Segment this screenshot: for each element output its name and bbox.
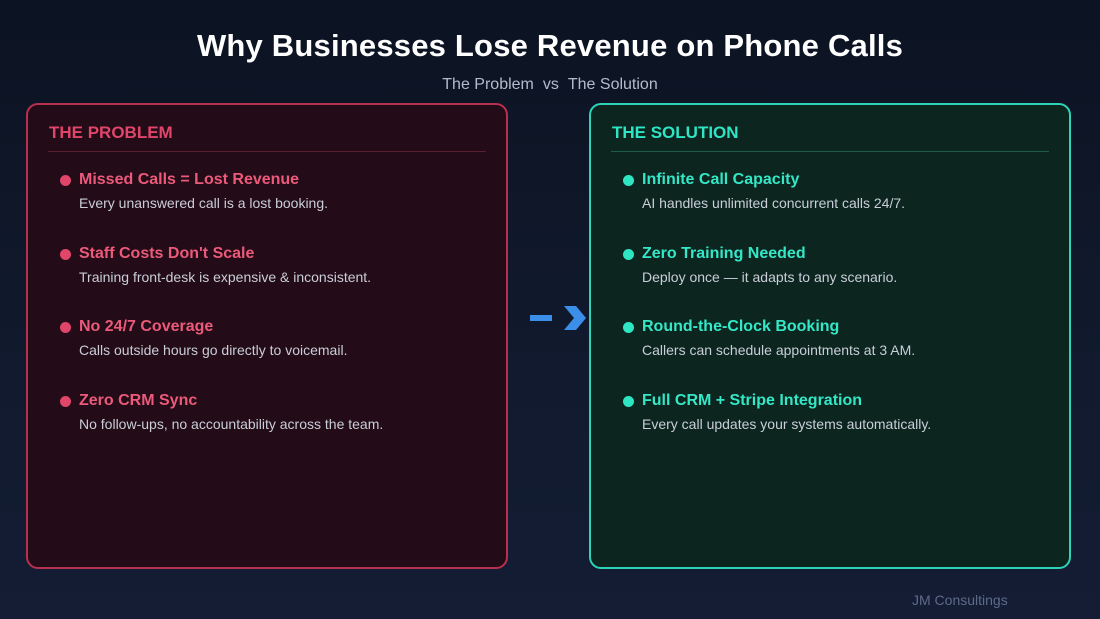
bullet-dot-icon <box>623 395 634 407</box>
subtitle-vs: vs <box>542 76 559 93</box>
problem-item-title: Zero CRM Sync <box>79 391 198 409</box>
solution-heading: THE SOLUTION <box>611 123 1049 152</box>
bullet-dot-icon <box>623 322 634 333</box>
bullet-dot-icon <box>623 175 634 186</box>
solution-list: Infinite Call Capacity AI handles unlimi… <box>611 170 1049 464</box>
subtitle-solution: The Solution <box>567 76 658 93</box>
problem-list: Missed Calls = Lost Revenue Every unansw… <box>48 170 486 464</box>
solution-item-title: Round-the-Clock Booking <box>642 318 840 335</box>
solution-item-description: AI handles unlimited concurrent calls 24… <box>642 195 906 211</box>
problem-item-description: Every unanswered call is a lost booking. <box>79 195 329 211</box>
solution-item: Round-the-Clock Booking Callers can sche… <box>611 317 1049 391</box>
solution-item-title: Infinite Call Capacity <box>642 171 800 188</box>
problem-item-title: No 24/7 Coverage <box>79 318 214 335</box>
bullet-dot-icon <box>60 322 71 333</box>
problem-item: Zero CRM Sync No follow-ups, no accounta… <box>48 391 486 465</box>
problem-item: Staff Costs Don't Scale Training front-d… <box>48 244 486 318</box>
solution-item-description: Every call updates your systems automati… <box>642 415 932 432</box>
problem-item-description: Training front-desk is expensive & incon… <box>79 268 372 285</box>
solution-item: Full CRM + Stripe Integration Every call… <box>611 391 1049 465</box>
problem-item-title: Missed Calls = Lost Revenue <box>79 171 300 188</box>
problem-item: Missed Calls = Lost Revenue Every unansw… <box>48 170 486 244</box>
problem-item-title: Staff Costs Don't Scale <box>79 244 255 262</box>
problem-item-description: Calls outside hours go directly to voice… <box>79 342 348 358</box>
solution-item-title: Zero Training Needed <box>642 244 806 262</box>
problem-heading: THE PROBLEM <box>48 123 486 152</box>
bullet-dot-icon <box>60 175 71 186</box>
bullet-dot-icon <box>60 395 71 407</box>
problem-panel: THE PROBLEM Missed Calls = Lost Revenue … <box>26 103 508 569</box>
subtitle-problem: The Problem <box>442 76 534 93</box>
solution-item-description: Deploy once — it adapts to any scenario. <box>642 268 898 285</box>
solution-item: Infinite Call Capacity AI handles unlimi… <box>611 170 1049 244</box>
page-title: Why Businesses Lose Revenue on Phone Cal… <box>196 28 904 63</box>
solution-item-description: Callers can schedule appointments at 3 A… <box>642 342 916 358</box>
solution-panel: THE SOLUTION Infinite Call Capacity AI h… <box>589 103 1071 569</box>
solution-item-title: Full CRM + Stripe Integration <box>642 391 863 409</box>
solution-item: Zero Training Needed Deploy once — it ad… <box>611 244 1049 318</box>
bullet-dot-icon <box>623 248 634 260</box>
footer-brand: JM Consultings <box>912 592 1008 608</box>
page-subtitle: The Problem vs The Solution <box>0 76 1100 94</box>
arrow-right-icon <box>530 306 586 330</box>
problem-item-description: No follow-ups, no accountability across … <box>79 415 384 432</box>
bullet-dot-icon <box>60 248 71 260</box>
problem-item: No 24/7 Coverage Calls outside hours go … <box>48 317 486 391</box>
